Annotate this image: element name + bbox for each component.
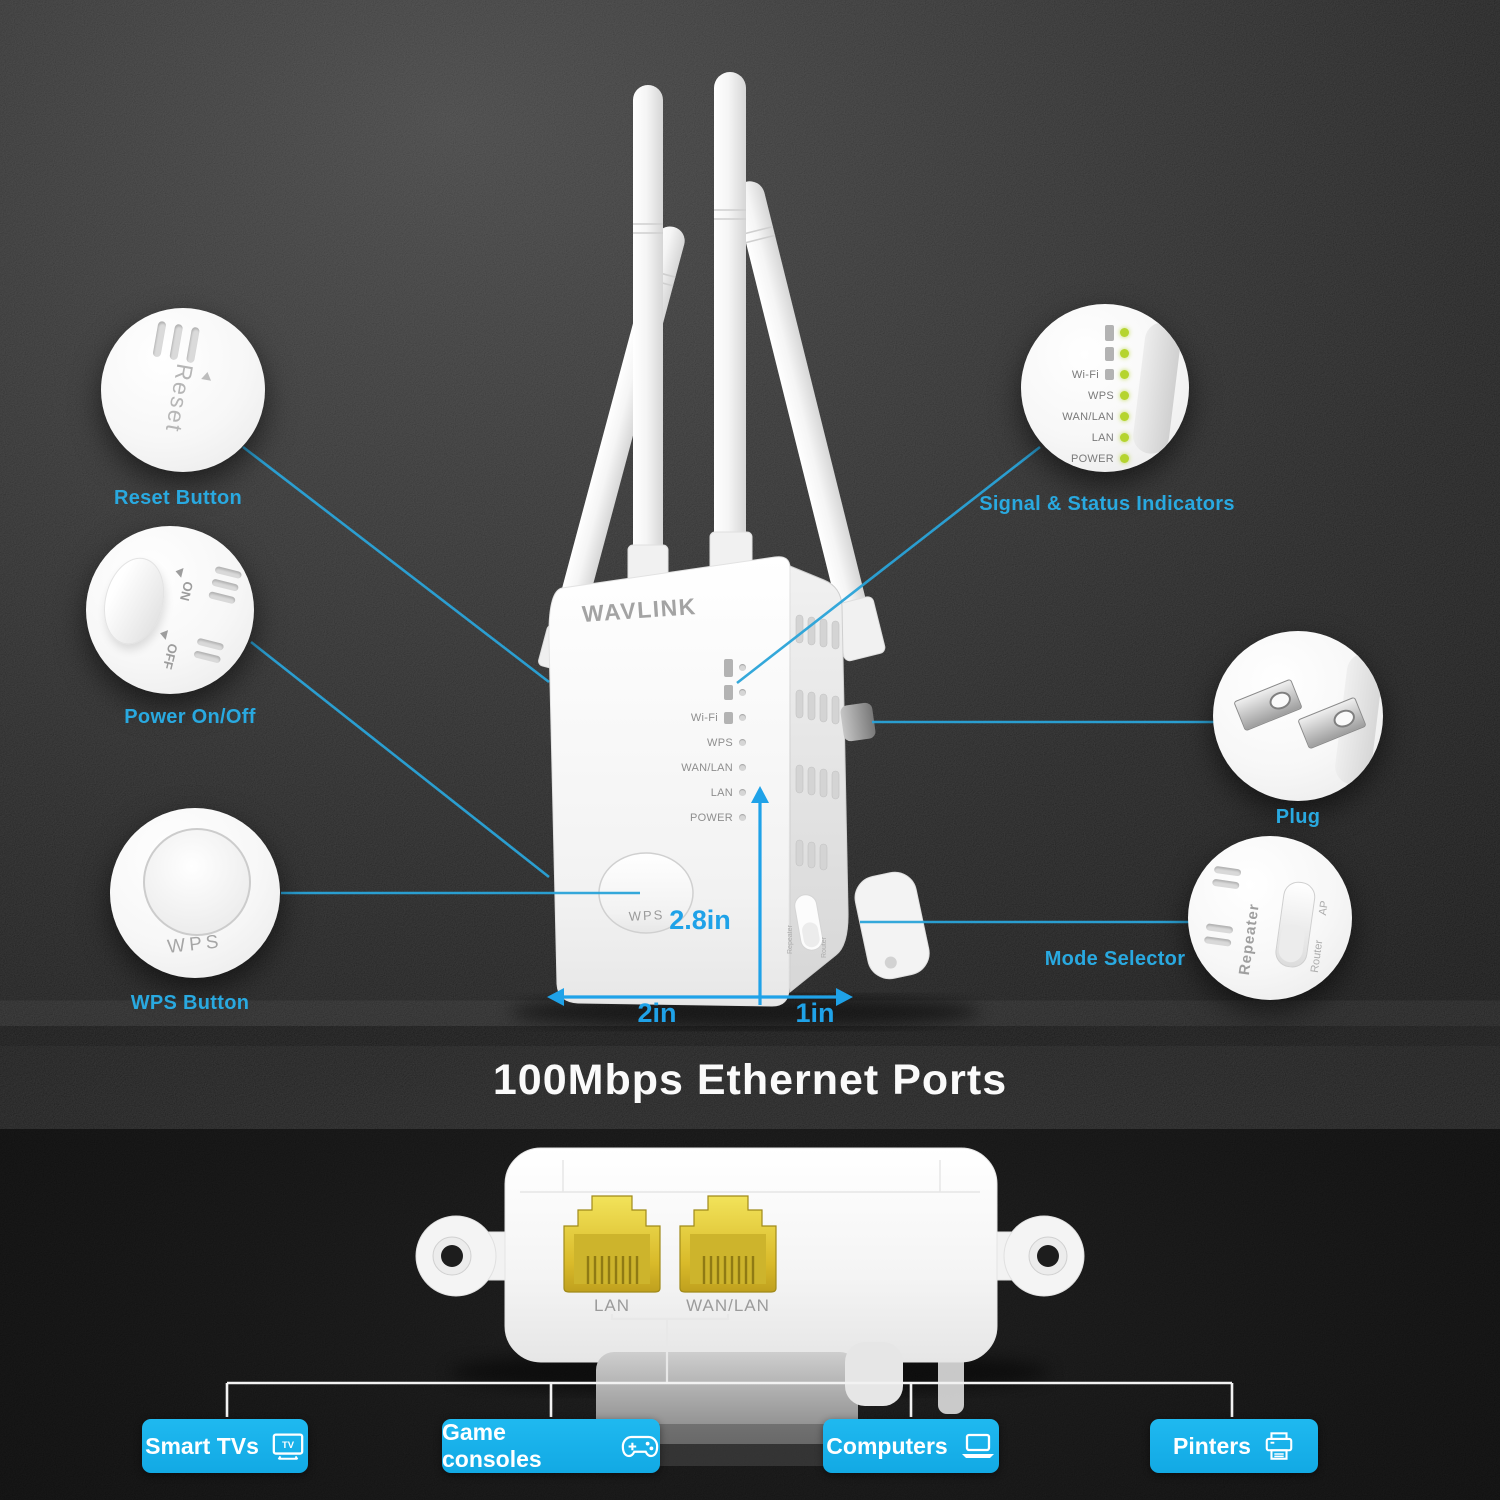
laptop-icon (961, 1433, 994, 1458)
tv-icon: TV (272, 1433, 304, 1460)
led-row-wps: WPS (596, 730, 746, 755)
client-connector-lines (225, 1381, 1234, 1417)
side-vents (795, 614, 840, 871)
power-vents (207, 565, 243, 610)
antenna-outer-right (734, 181, 886, 662)
signal-callout-circle: Wi-Fi WPS WAN/LAN LAN POWER (1021, 304, 1189, 472)
led-row-wanlan: WAN/LAN (596, 755, 746, 780)
plug-housing-shade (606, 1424, 848, 1466)
reset-engraving: Reset (160, 361, 199, 436)
port-bracket-lines (610, 1314, 730, 1383)
power-callout-circle: ON OFF (86, 526, 254, 694)
reset-button-label: Reset Button (113, 487, 243, 509)
signal-bar-row (596, 655, 746, 680)
plug-housing-knob (845, 1342, 903, 1406)
mode-repeater-engraving: Repeater (1235, 902, 1263, 977)
ethernet-port-wan-lan (679, 1195, 777, 1293)
client-box-printers: Pinters (1150, 1419, 1318, 1473)
antenna-bracket (854, 871, 930, 980)
plug-prong-icon (1233, 678, 1303, 732)
led-row-lan: LAN (596, 780, 746, 805)
power-on-arrow-icon (174, 566, 184, 578)
led-row-power: POWER (596, 805, 746, 830)
antenna-inner-right (709, 72, 753, 583)
lan-port-label: LAN (593, 1296, 631, 1315)
mode-vents (1211, 865, 1242, 896)
signal-led-rows: Wi-Fi WPS WAN/LAN LAN POWER (1025, 314, 1129, 469)
power-off-arrow-icon (158, 628, 169, 640)
device-mode-router-label: Router (821, 936, 828, 958)
printer-icon (1265, 1431, 1293, 1460)
client-box-computers: Computers (823, 1419, 999, 1473)
ethernet-port-lan (563, 1195, 661, 1293)
device-side-face (789, 565, 849, 994)
signal-bar-row (596, 680, 746, 705)
front-led-panel: Wi-Fi WPS WAN/LAN LAN POWER (596, 655, 746, 830)
callout-lines (242, 445, 1215, 924)
dimension-height: 2.8in (669, 905, 731, 935)
reset-callout-circle: Reset (101, 308, 265, 472)
client-box-game-consoles: Game consoles (442, 1419, 660, 1473)
mode-callout-circle: Repeater AP Router (1188, 836, 1352, 1000)
bottom-antenna-mounts (415, 1215, 1085, 1297)
client-label: Pinters (1173, 1432, 1251, 1459)
ethernet-title: 100Mbps Ethernet Ports (492, 1056, 1008, 1104)
gamepad-icon (621, 1435, 659, 1457)
dimension-width: 2in (637, 998, 677, 1028)
reset-arrow-icon (201, 371, 213, 381)
plug-housing (596, 1352, 858, 1444)
wan-lan-port-label: WAN/LAN (686, 1296, 770, 1315)
client-label: Smart TVs (145, 1432, 259, 1459)
mode-ap-engraving: AP (1316, 899, 1331, 917)
dimension-lines (547, 786, 853, 1006)
plug-callout-circle (1213, 631, 1383, 801)
wps-button-label: WPS Button (130, 992, 250, 1014)
device-mode-repeater-label: Repeater (787, 925, 794, 954)
reset-vents (152, 320, 201, 364)
wps-button-face (143, 828, 251, 936)
signal-status-label: Signal & Status Indicators (979, 493, 1235, 515)
mode-router-engraving: Router (1308, 939, 1326, 974)
client-label: Game consoles (442, 1419, 542, 1472)
client-label: Computers (826, 1432, 948, 1459)
section-divider (0, 1026, 1500, 1046)
power-vents (192, 637, 225, 670)
power-on-engraving: ON (176, 579, 197, 603)
svg-text:TV: TV (282, 1440, 295, 1451)
power-on-off-label: Power On/Off (124, 706, 256, 728)
led-row-wifi: Wi-Fi (596, 705, 746, 730)
plug-label: Plug (1275, 806, 1321, 828)
power-off-engraving: OFF (159, 642, 181, 671)
side-knob (840, 702, 876, 742)
client-box-smart-tvs: Smart TVs TV (142, 1419, 308, 1473)
antenna-inner-left (627, 85, 669, 596)
panel-seams (520, 1160, 980, 1193)
wps-callout-circle: WPS (110, 808, 280, 978)
dimension-depth: 1in (795, 998, 835, 1028)
mode-selector-label: Mode Selector (1044, 948, 1186, 970)
